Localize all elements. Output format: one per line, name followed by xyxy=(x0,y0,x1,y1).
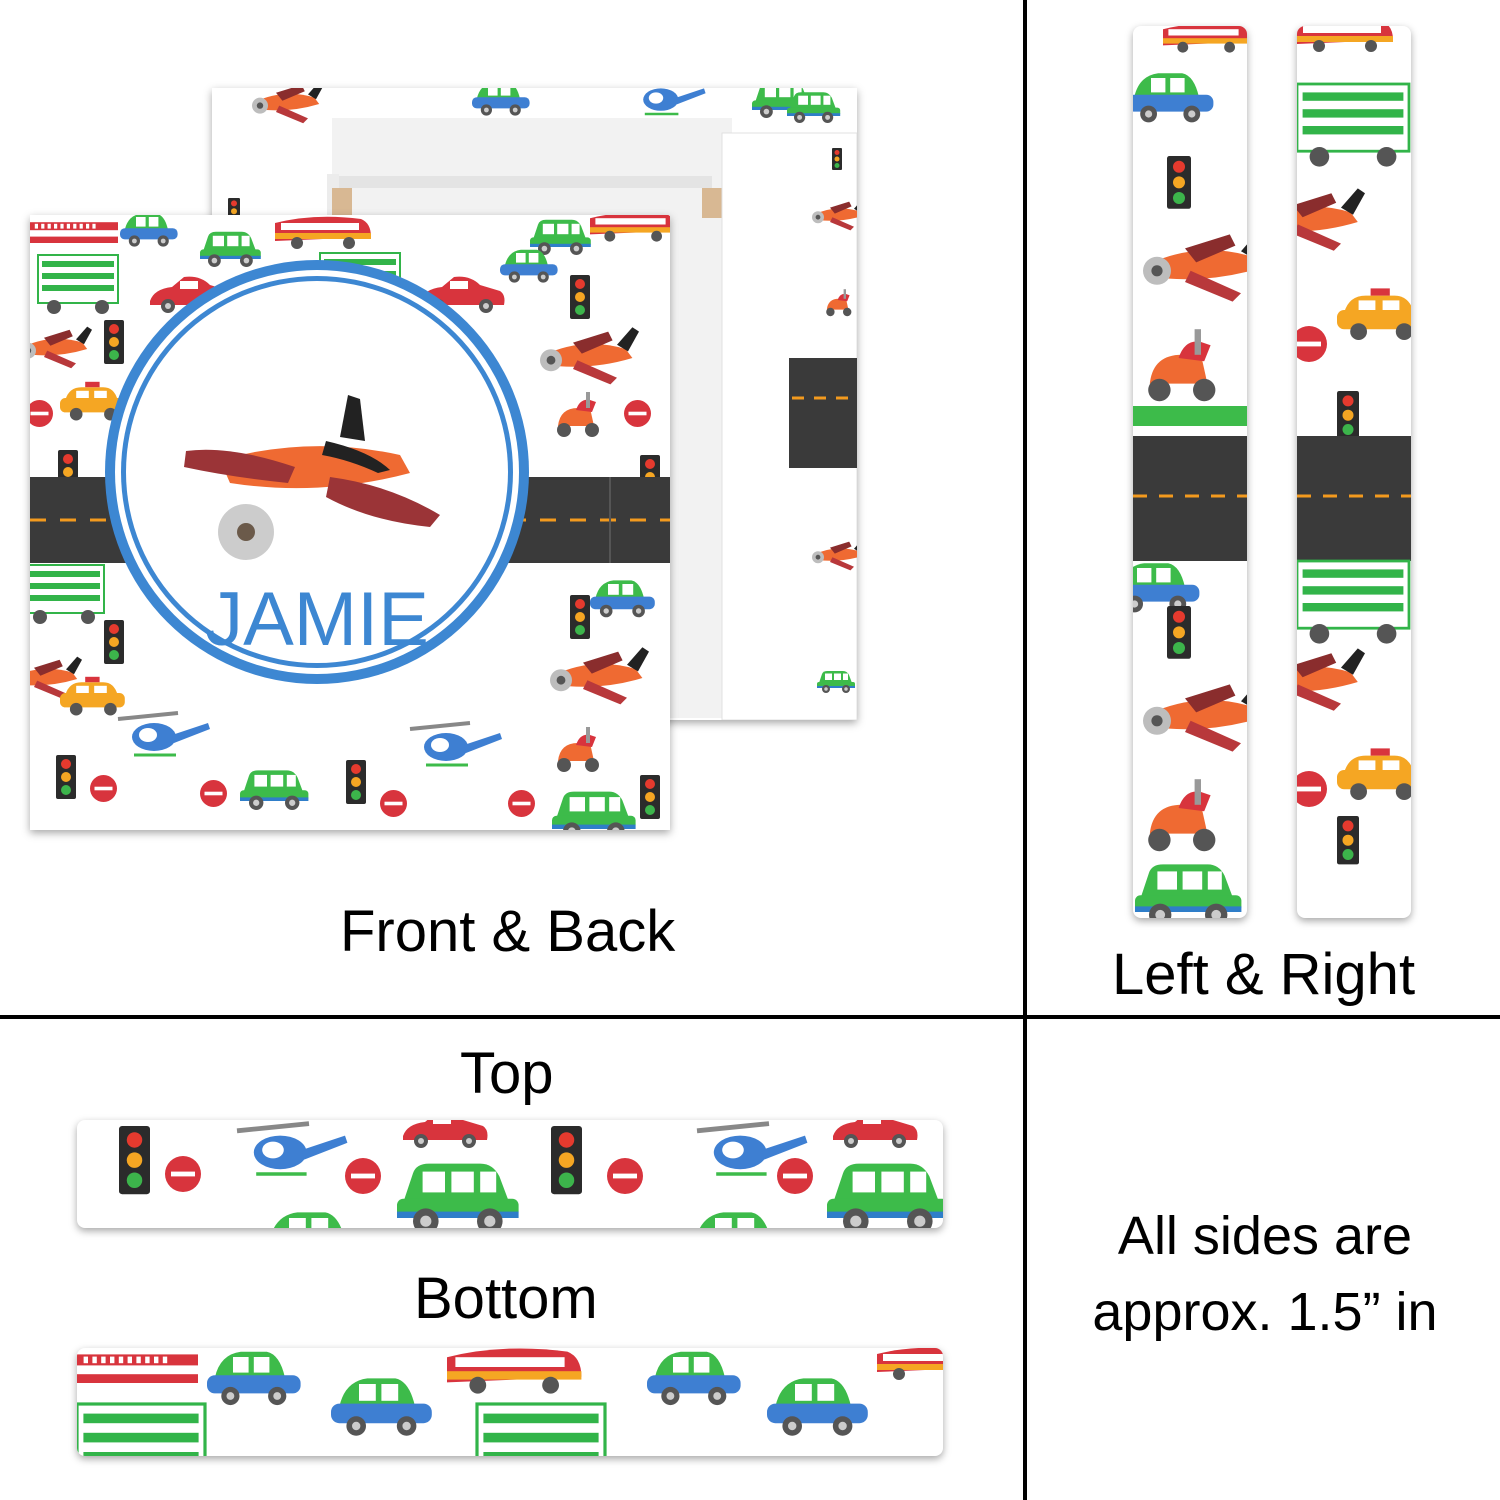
top-strip-art xyxy=(119,1120,943,1228)
caption-front-back: Front & Back xyxy=(340,899,676,964)
bottom-strip-art xyxy=(77,1348,943,1456)
top-strip xyxy=(77,1120,943,1228)
vertical-divider xyxy=(1023,0,1027,1500)
side-strip-right-art xyxy=(1297,26,1411,865)
side-strip-right xyxy=(1297,26,1411,918)
size-note-line-1: All sides are xyxy=(1117,1206,1413,1266)
bottom-strip xyxy=(77,1348,943,1456)
size-note: All sides are approx. 1.5” in xyxy=(1040,1198,1490,1350)
caption-top: Top xyxy=(460,1041,554,1106)
airplane-icon xyxy=(184,395,440,560)
side-strip-left-art xyxy=(1133,26,1247,918)
horizontal-divider xyxy=(0,1015,1500,1019)
size-note-line-2: approx. 1.5” in xyxy=(1092,1282,1438,1342)
canvas-front-art: JAMIE xyxy=(30,215,670,830)
product-name: JAMIE xyxy=(205,577,429,662)
caption-left-right: Left & Right xyxy=(1112,942,1416,1007)
side-strip-left xyxy=(1133,26,1247,918)
canvas-front: JAMIE xyxy=(30,215,670,830)
caption-bottom: Bottom xyxy=(414,1266,598,1331)
